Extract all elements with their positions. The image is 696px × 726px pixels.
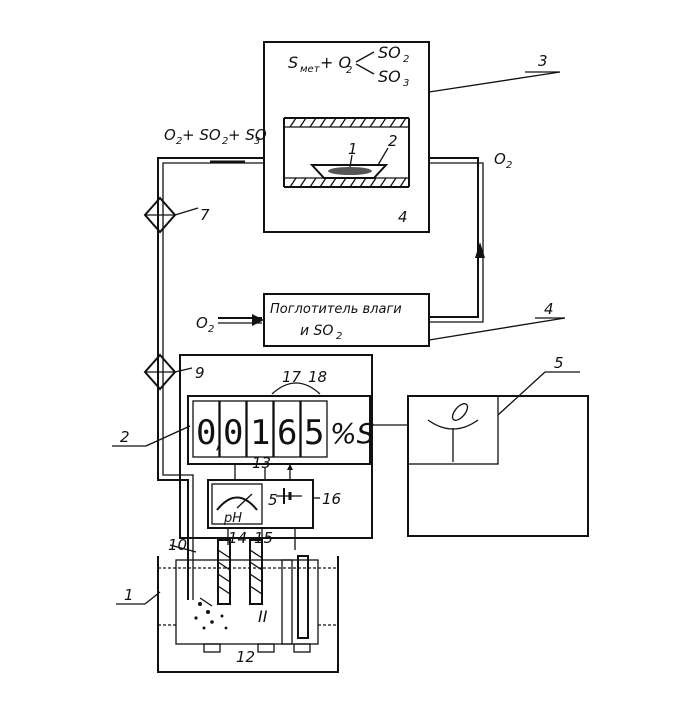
callout-5: 5 xyxy=(554,354,564,372)
callout-9: 9 xyxy=(195,364,205,382)
product-so3-sub: 3 xyxy=(403,78,409,89)
flow-arrow-up xyxy=(475,242,485,258)
svg-text:+ SO: + SO xyxy=(182,126,221,144)
svg-text:2: 2 xyxy=(176,136,182,147)
digit-3: 1 xyxy=(250,413,270,453)
decimal-comma: , xyxy=(216,429,222,453)
callout-16: 16 xyxy=(322,490,341,508)
sample-boat xyxy=(309,164,389,179)
o2-inlet-label: O xyxy=(196,314,208,332)
percent-s: %S xyxy=(330,417,374,450)
digital-display xyxy=(187,395,371,465)
svg-text:O: O xyxy=(164,126,176,144)
product-so2: SO xyxy=(378,43,401,62)
o2-inlet-sub: 2 xyxy=(208,324,214,335)
svg-text:2: 2 xyxy=(222,136,228,147)
callout-10: 10 xyxy=(168,536,187,554)
callout-7: 7 xyxy=(200,206,210,224)
callout-14: 14 xyxy=(228,529,247,547)
callout-boat-1: 1 xyxy=(348,140,358,158)
gas-bubbles xyxy=(194,602,228,630)
callout-13: 13 xyxy=(252,454,271,472)
cell-compartment-2: II xyxy=(258,607,268,626)
product-so3: SO xyxy=(378,67,401,86)
absorber-sub: 2 xyxy=(336,331,342,342)
o2-right-label: O xyxy=(494,150,506,168)
gas-line-right xyxy=(429,157,485,323)
reaction-s-sub: мет xyxy=(300,64,321,75)
callout-4: 4 xyxy=(544,300,554,318)
digit-2: 0 xyxy=(223,413,243,453)
absorber-box: Поглотитель влаги и SO 2 xyxy=(263,293,430,347)
o2-inlet-arrow xyxy=(252,314,264,326)
gas-line-left xyxy=(157,157,264,540)
absorber-line1: Поглотитель влаги xyxy=(270,302,402,317)
furnace-block: S мет + O 2 SO 2 SO 3 xyxy=(263,41,430,233)
callout-battery-5: 5 xyxy=(268,491,278,509)
ph-label: pH xyxy=(223,511,242,526)
callout-18: 18 xyxy=(308,368,327,386)
reaction-plus-o2: + O xyxy=(320,53,351,72)
tube-hatch xyxy=(289,117,407,188)
recorder-pen xyxy=(451,403,469,421)
electronic-unit: 0 0 1 6 5 , %S xyxy=(179,354,374,539)
filter-9: 9 xyxy=(143,353,205,391)
callout-15: 15 xyxy=(254,529,273,547)
ph-meter-block: pH 5 xyxy=(207,464,314,550)
callout-2-left: 2 xyxy=(120,428,130,446)
digit-1: 0 xyxy=(196,413,216,453)
digit-5: 5 xyxy=(304,413,324,453)
callout-boat-2: 2 xyxy=(388,132,398,150)
reaction-s: S xyxy=(288,53,298,72)
filter-7: 7 xyxy=(143,196,210,234)
o2-right-sub: 2 xyxy=(506,160,512,171)
gas-mix-label: O 2 + SO 2 + SO 3 xyxy=(164,126,267,147)
combustion-tube xyxy=(283,117,410,188)
absorber-line2: и SO xyxy=(300,323,333,339)
reaction-o2-sub: 2 xyxy=(346,65,352,76)
product-so2-sub: 2 xyxy=(403,54,409,65)
callout-furnace-4: 4 xyxy=(398,208,408,226)
callout-1: 1 xyxy=(124,586,134,604)
callout-3: 3 xyxy=(538,52,548,70)
recorder-block xyxy=(370,395,589,537)
svg-text:3: 3 xyxy=(254,136,260,147)
digit-4: 6 xyxy=(277,413,297,453)
callout-17: 17 xyxy=(282,368,302,386)
svg-text:+ SO: + SO xyxy=(228,126,267,144)
display-cells xyxy=(192,400,328,458)
sample xyxy=(328,167,372,175)
callout-12: 12 xyxy=(236,648,255,666)
